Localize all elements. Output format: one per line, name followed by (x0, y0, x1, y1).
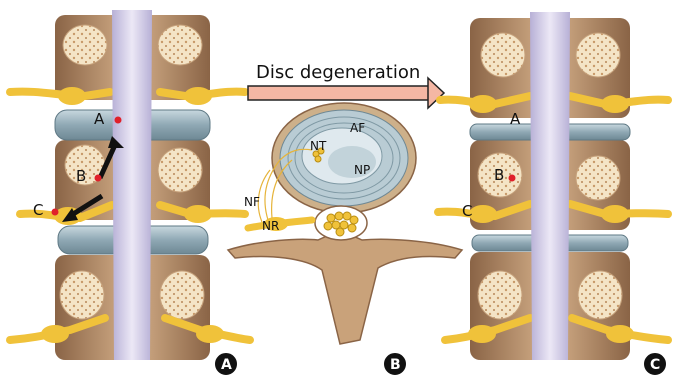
svg-text:C: C (650, 357, 660, 373)
vertebral-arch (228, 230, 462, 344)
panel-b-cross-section: NT AF NP NF NR (228, 103, 462, 344)
arrow-title: Disc degeneration (256, 62, 420, 83)
marker-point (52, 209, 59, 216)
marker-point (115, 117, 122, 124)
dorsal-root-ganglion (41, 325, 69, 343)
dorsal-root-ganglion (184, 87, 212, 105)
label-point-a: A (94, 110, 105, 128)
label-nt: NT (310, 139, 327, 153)
cancellous-bone (60, 271, 104, 319)
marker-point (95, 175, 102, 182)
marker-point (509, 175, 516, 182)
cancellous-bone (158, 25, 202, 65)
label-nr: NR (262, 219, 279, 233)
cancellous-bone (63, 25, 107, 65)
cancellous-bone (160, 271, 204, 319)
panel-c-badge: C (643, 352, 667, 376)
label-point-a: A (510, 110, 521, 128)
label-af: AF (350, 121, 365, 135)
dorsal-root-ganglion (184, 205, 212, 223)
panel-c-spine: A B C (438, 12, 668, 360)
label-point-c: C (33, 201, 43, 219)
svg-text:B: B (390, 357, 401, 373)
label-np: NP (354, 163, 370, 177)
disc-degeneration-arrow: Disc degeneration (248, 62, 444, 108)
dorsal-root-ganglion (196, 325, 224, 343)
svg-text:A: A (221, 357, 232, 373)
panel-b-badge: B (383, 352, 407, 376)
spinal-cord (530, 12, 570, 360)
label-nf: NF (244, 195, 260, 209)
spinal-cord (112, 10, 152, 360)
cancellous-bone (158, 148, 202, 192)
label-point-b: B (76, 167, 86, 185)
label-point-b: B (494, 166, 504, 184)
panel-a-badge: A (214, 352, 238, 376)
panel-a-spine: A B C (10, 10, 250, 360)
label-point-c: C (462, 202, 472, 220)
dorsal-root-ganglion (58, 87, 86, 105)
